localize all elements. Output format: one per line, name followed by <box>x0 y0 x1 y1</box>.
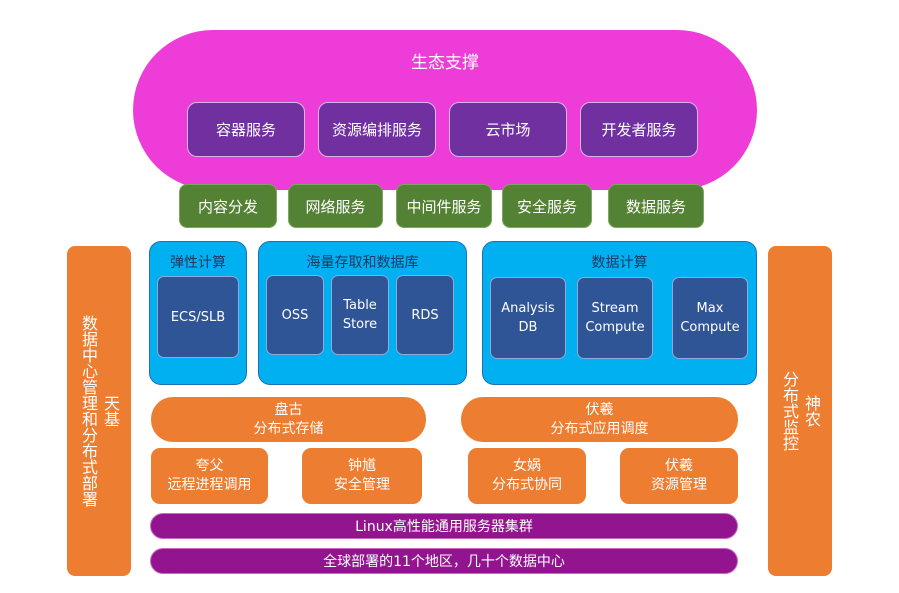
security-service: 安全服务 <box>502 184 592 228</box>
tianji-side-panel: 天基 数据中心管理和分布式部署 <box>67 246 131 576</box>
ecs-slb-box: ECS/SLB <box>157 276 239 358</box>
kuafu-block: 夸父 远程进程调用 <box>151 448 268 504</box>
container-service: 容器服务 <box>187 102 305 157</box>
fuxi-resource-block: 伏羲 资源管理 <box>620 448 738 504</box>
tianji-text: 天基 数据中心管理和分布式部署 <box>77 315 121 507</box>
max-compute-box: Max Compute <box>672 277 748 359</box>
zhongkui-name: 钟馗 <box>348 458 376 474</box>
stream-compute-box: Stream Compute <box>577 277 653 359</box>
shennong-name: 神农 <box>802 395 821 427</box>
oss-label: OSS <box>281 307 309 323</box>
content-delivery: 内容分发 <box>179 184 277 228</box>
pangu-block: 盘古 分布式存储 <box>151 397 426 442</box>
linux-server-cluster-bar: Linux高性能通用服务器集群 <box>150 513 738 539</box>
nvwa-desc: 分布式协同 <box>492 477 562 493</box>
fuxi-scheduling-block: 伏羲 分布式应用调度 <box>461 397 738 442</box>
shennong-text: 神农 分布式监控 <box>778 371 822 451</box>
data-compute-title: 数据计算 <box>591 255 648 271</box>
rds-label: RDS <box>411 307 439 323</box>
developer-service: 开发者服务 <box>580 102 698 157</box>
network-service: 网络服务 <box>288 184 383 228</box>
max-compute-line-2: Compute <box>680 320 740 335</box>
fuxi-resource-desc: 资源管理 <box>651 477 707 493</box>
tianji-desc: 数据中心管理和分布式部署 <box>79 315 98 507</box>
nvwa-name: 女娲 <box>513 458 541 474</box>
rds-box: RDS <box>396 275 454 355</box>
shennong-desc: 分布式监控 <box>780 371 799 451</box>
elastic-compute-title: 弹性计算 <box>170 255 226 271</box>
cloud-market: 云市场 <box>449 102 567 157</box>
oss-box: OSS <box>266 275 324 355</box>
max-compute-line-1: Max <box>696 301 724 316</box>
kuafu-name: 夸父 <box>195 458 224 474</box>
zhongkui-desc: 安全管理 <box>334 477 390 493</box>
stream-compute-line-1: Stream <box>591 301 639 316</box>
analysis-db-line-2: DB <box>518 320 538 335</box>
ecosystem-title: 生态支撑 <box>411 52 479 73</box>
tianji-name: 天基 <box>101 395 120 427</box>
pangu-desc: 分布式存储 <box>253 420 324 437</box>
data-service: 数据服务 <box>608 184 704 228</box>
kuafu-desc: 远程进程调用 <box>167 477 252 493</box>
storage-title: 海量存取和数据库 <box>306 255 419 271</box>
shennong-side-panel: 神农 分布式监控 <box>768 246 832 576</box>
middleware-service: 中间件服务 <box>396 184 492 228</box>
table-store-box: Table Store <box>331 275 389 355</box>
zhongkui-block: 钟馗 安全管理 <box>302 448 422 504</box>
resource-orchestration-service: 资源编排服务 <box>318 102 436 157</box>
fuxi-scheduling-name: 伏羲 <box>585 401 614 418</box>
analysis-db-line-1: Analysis <box>501 301 555 316</box>
fuxi-resource-name: 伏羲 <box>665 458 693 474</box>
table-store-line-1: Table <box>343 298 377 313</box>
stream-compute-line-2: Compute <box>585 320 645 335</box>
nvwa-block: 女娲 分布式协同 <box>468 448 586 504</box>
table-store-line-2: Store <box>342 317 378 332</box>
analysis-db-box: Analysis DB <box>490 277 566 359</box>
fuxi-scheduling-desc: 分布式应用调度 <box>550 420 649 437</box>
pangu-name: 盘古 <box>274 401 303 418</box>
global-datacenter-bar: 全球部署的11个地区，几十个数据中心 <box>150 548 738 574</box>
